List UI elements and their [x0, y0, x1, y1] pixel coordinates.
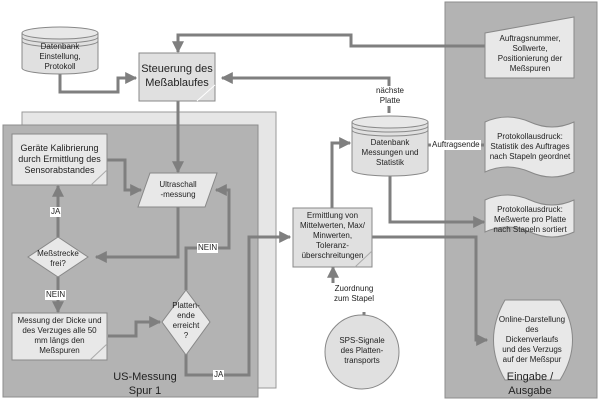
edge-plateend-to-calc	[184, 231, 292, 377]
calc-stats-label: Ermittlung von Mittelwerten, Max/ Minwer…	[300, 211, 365, 260]
edge-db-to-reportvalues	[388, 173, 486, 228]
calibration-label: Geräte Kalibrierung durch Ermittlung des…	[18, 143, 101, 175]
report-stats-node[interactable]	[484, 116, 575, 178]
edge-ultrasound-to-pathfree	[94, 207, 180, 263]
report-values-node[interactable]	[484, 194, 575, 238]
plc-signals-label: SPS-Signale des Platten- transports	[339, 336, 385, 365]
edge-label-yes-calibration: JA	[50, 207, 62, 217]
measurement-panel-title: US-Messung Spur 1	[113, 371, 177, 397]
online-display-label: Online-Darstellung des Dickenverlaufs un…	[498, 315, 566, 364]
ultrasound-node[interactable]	[137, 172, 218, 208]
plc-signals-node[interactable]	[324, 314, 400, 390]
db-measurements-node[interactable]	[351, 115, 429, 177]
report-values-label: Protokollausdruck: Meßwerte pro Platte n…	[493, 205, 567, 234]
plate-end-decision[interactable]	[161, 289, 211, 356]
measure-thickness-node[interactable]	[11, 312, 108, 361]
path-free-label: Meßstrecke frei?	[37, 249, 79, 268]
ultrasound-label: Ultraschall -messung	[159, 180, 197, 199]
edge-label-order-end: Auftragsende	[431, 140, 481, 150]
path-free-decision[interactable]	[27, 236, 89, 278]
io-panel-title: Eingabe / Ausgabe	[506, 371, 554, 397]
edge-label-stack-assignment: Zuordnung zum Stapel	[328, 284, 380, 304]
plate-end-label: Platten- ende erreicht ?	[172, 301, 200, 340]
order-input-node[interactable]	[484, 16, 575, 79]
edge-label-no-plate-end: NEIN	[197, 243, 219, 253]
report-stats-label: Protokollausdruck: Statistik des Auftrag…	[489, 132, 571, 161]
edge-calc-to-display	[372, 235, 489, 346]
edge-calibration-to-ultrasound	[107, 158, 143, 196]
order-input-label: Auftragsnummer, Sollwerte, Positionierun…	[497, 34, 563, 73]
edge-order-to-control	[172, 33, 486, 54]
measure-thickness-label: Messung der Dicke und des Verzuges alle …	[17, 316, 102, 355]
edge-measure-to-plateend	[108, 316, 162, 338]
edge-db-to-control	[58, 72, 138, 94]
edge-label-next-plate: nächste Platte	[368, 86, 412, 106]
online-display-node[interactable]	[493, 299, 573, 381]
edge-calc-to-db	[330, 137, 352, 208]
db-measurements-label: Datenbank Messungen und Statistik	[361, 138, 419, 167]
control-node[interactable]	[138, 52, 216, 102]
calc-stats-node[interactable]	[292, 207, 373, 268]
calibration-node[interactable]	[11, 133, 108, 186]
db-settings-label: Datenbank Einstellung, Protokoll	[39, 42, 81, 71]
edge-nextplate-to-control	[220, 72, 391, 113]
edge-label-no-path: NEIN	[45, 290, 67, 300]
edge-label-yes-plate-end: JA	[213, 370, 225, 380]
edge-plateend-to-ultrasound	[184, 184, 231, 290]
control-label: Steuerung des Meßablaufes	[141, 63, 213, 89]
db-settings-node[interactable]	[21, 26, 99, 75]
